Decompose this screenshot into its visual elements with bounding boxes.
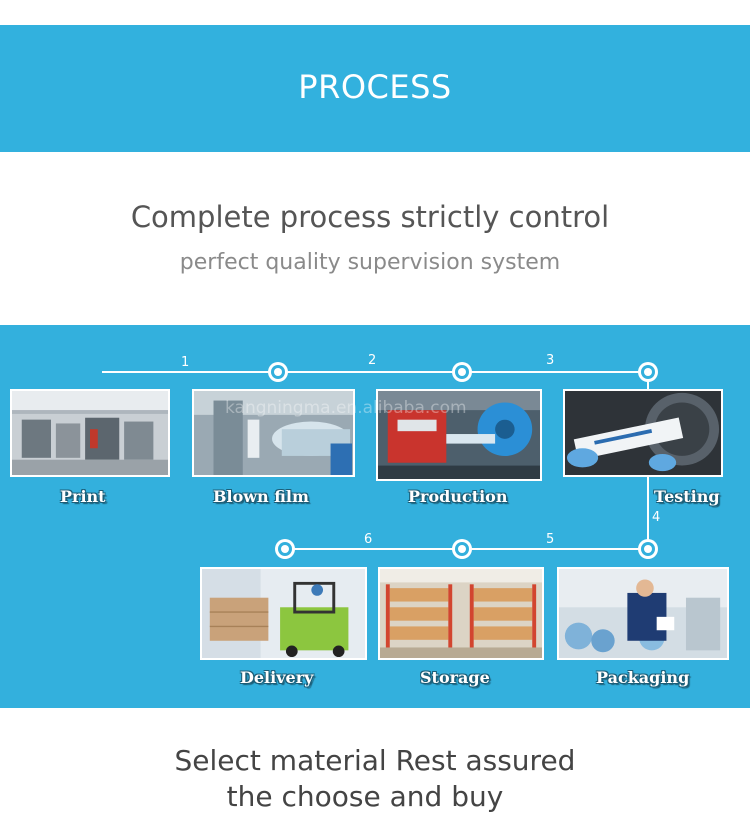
packaging-photo: [557, 567, 729, 660]
footer-line-1: Select material Rest assured: [174, 744, 576, 777]
step-label-print: Print: [60, 487, 106, 506]
step-number-2: 2: [368, 353, 377, 368]
page-title: PROCESS: [298, 68, 452, 106]
flow-node: [275, 539, 295, 559]
flow-node: [638, 362, 658, 382]
storage-photo: [378, 567, 544, 660]
flow-node: [268, 362, 288, 382]
step-label-storage: Storage: [420, 668, 490, 687]
flow-node: [452, 539, 472, 559]
flow-node: [638, 539, 658, 559]
step-number-4: 4: [652, 510, 661, 525]
step-label-testing: Testing: [654, 487, 720, 506]
headline: Complete process strictly control: [130, 200, 610, 234]
header-band: PROCESS: [0, 25, 750, 152]
step-number-6: 6: [364, 532, 373, 547]
flow-line-top: [102, 371, 648, 373]
step-label-blown-film: Blown film: [213, 487, 309, 506]
print-photo: [10, 389, 170, 477]
footer-line-2: the choose and buy: [226, 780, 504, 813]
delivery-photo: [200, 567, 367, 660]
subheadline: perfect quality supervision system: [179, 250, 561, 275]
step-label-production: Production: [408, 487, 508, 506]
step-label-packaging: Packaging: [596, 668, 690, 687]
testing-photo: [563, 389, 723, 477]
step-number-1: 1: [181, 355, 190, 370]
step-label-delivery: Delivery: [240, 668, 314, 687]
step-number-3: 3: [546, 353, 555, 368]
step-number-5: 5: [546, 532, 555, 547]
flow-node: [452, 362, 472, 382]
blown-film-photo: [192, 389, 355, 477]
production-photo: [376, 389, 542, 481]
